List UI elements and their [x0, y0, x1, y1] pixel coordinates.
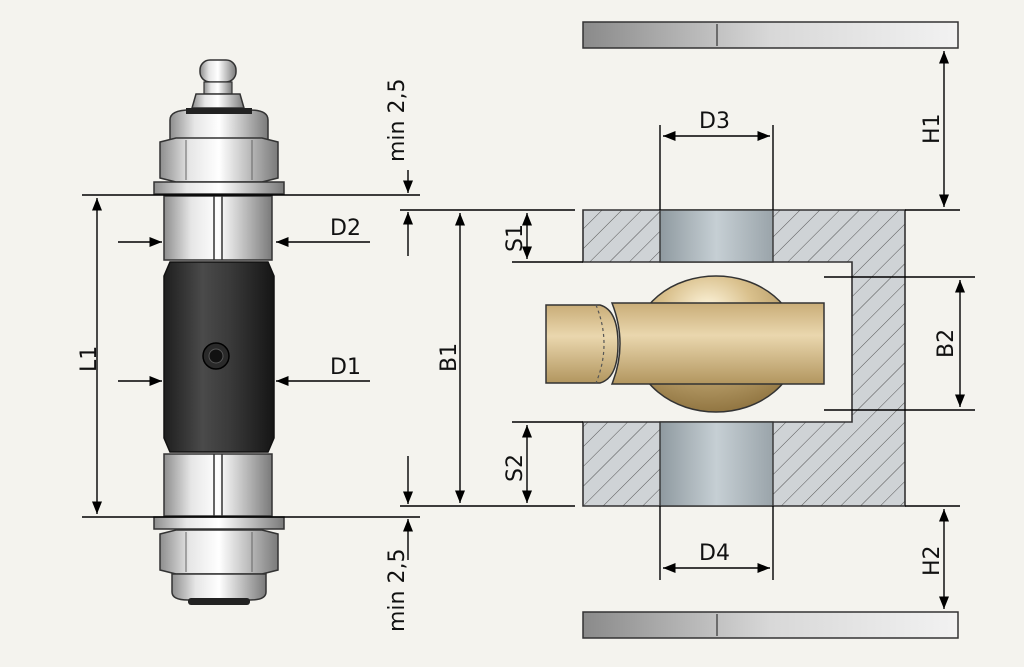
label-d2: D2 — [330, 216, 361, 241]
label-h1: H1 — [920, 113, 945, 144]
label-d3: D3 — [699, 109, 730, 134]
rod-end-eye — [610, 302, 825, 385]
right-dimensions — [512, 51, 975, 609]
bottom-plate — [582, 611, 959, 639]
bolt-body — [163, 261, 275, 453]
label-b1: B1 — [437, 343, 462, 372]
label-b2: B2 — [934, 329, 959, 358]
label-d1: D1 — [330, 355, 361, 380]
bottom-cap — [171, 573, 267, 601]
label-d4: D4 — [699, 541, 730, 566]
bolt-assembly — [153, 59, 285, 605]
top-split-bushing — [163, 195, 273, 261]
bottom-hex-nut — [159, 529, 279, 575]
bottom-seal — [188, 598, 250, 605]
label-min-bottom: min 2,5 — [385, 549, 410, 632]
left-dimensions — [82, 170, 575, 560]
top-hex-nut — [159, 137, 279, 183]
rod-end-shank — [545, 304, 619, 384]
pin-top — [659, 209, 774, 263]
bottom-split-bushing — [163, 453, 273, 517]
grease-nipple — [191, 59, 245, 109]
top-plate — [582, 21, 959, 49]
top-cap — [169, 109, 269, 141]
label-h2: H2 — [920, 545, 945, 576]
label-s1: S1 — [503, 224, 528, 252]
label-s2: S2 — [503, 454, 528, 482]
section-view — [545, 21, 959, 639]
pin-bottom — [659, 421, 774, 507]
top-seal — [186, 108, 252, 114]
label-min-top: min 2,5 — [385, 79, 410, 162]
label-l1: L1 — [77, 346, 102, 372]
bottom-washer — [153, 516, 285, 530]
top-washer — [153, 181, 285, 195]
